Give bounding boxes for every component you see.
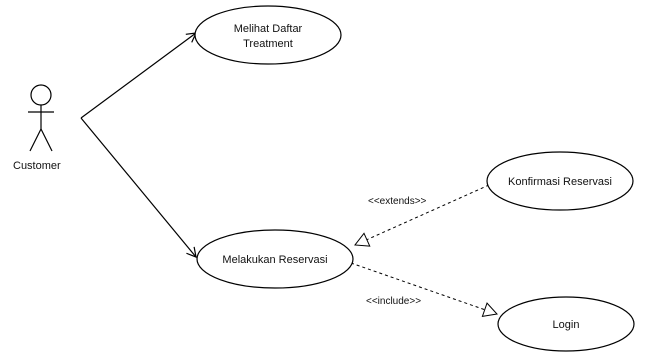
use-case-ellipse xyxy=(486,151,634,211)
use-case-ellipse xyxy=(196,229,354,289)
use-case-konfirmasi-reservasi: Konfirmasi Reservasi xyxy=(486,151,634,211)
actor-customer xyxy=(28,84,54,152)
extend-relation xyxy=(354,184,490,247)
actor-right-leg xyxy=(40,128,53,152)
use-case-melakukan-reservasi: Melakukan Reservasi xyxy=(196,229,354,289)
use-case-label: Konfirmasi Reservasi xyxy=(508,176,612,188)
use-case-login: Login xyxy=(497,296,635,352)
use-case-label-line1: Melihat Daftar xyxy=(234,23,303,35)
use-case-ellipse xyxy=(497,296,635,352)
extends-label: <<extends>> xyxy=(368,196,427,207)
use-case-label: Melakukan Reservasi xyxy=(222,254,327,266)
actor-left-leg xyxy=(29,128,42,152)
actor-label: Customer xyxy=(13,160,61,172)
include-label: <<include>> xyxy=(366,296,421,307)
use-case-label-line2: Treatment xyxy=(243,38,293,50)
association-melihat-daftar-treatment xyxy=(80,32,197,119)
include-relation xyxy=(350,262,498,317)
use-case-label: Login xyxy=(553,319,580,331)
use-case-ellipse xyxy=(194,5,342,65)
actor-head xyxy=(30,84,52,106)
association-melakukan-reservasi xyxy=(80,117,197,258)
use-case-melihat-daftar-treatment: Melihat Daftar Treatment xyxy=(194,5,342,65)
